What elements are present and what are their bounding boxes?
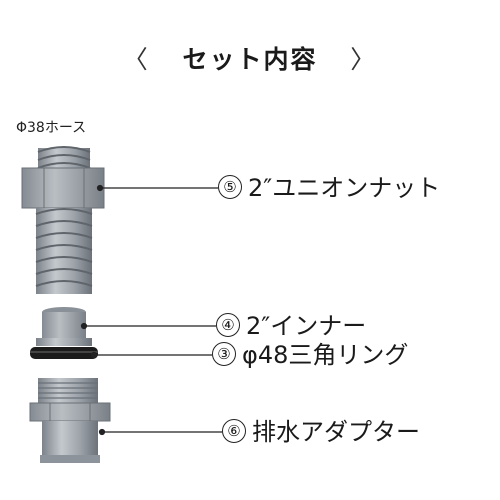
- drain-adapter: [29, 378, 111, 463]
- title-right-bracket: 〉: [350, 45, 378, 74]
- hose-bottom: [35, 208, 93, 294]
- triangle-ring: [30, 347, 98, 359]
- hose-top: [37, 146, 91, 170]
- label-num: ④: [216, 313, 240, 337]
- title-left-bracket: 〈: [122, 45, 150, 74]
- page-title: 〈 セット内容 〉: [0, 40, 500, 76]
- inner-fitting: [36, 307, 92, 346]
- label-text: 排水アダプター: [252, 418, 420, 446]
- label-text: 2″インナー: [246, 312, 367, 340]
- label-num: ⑥: [222, 419, 246, 443]
- label-num: ③: [212, 342, 236, 366]
- leader-lines: [80, 184, 222, 436]
- label-text: 2″ユニオンナット: [248, 174, 441, 202]
- label-text: φ48三角リング: [242, 341, 409, 369]
- label-num: ⑤: [218, 175, 242, 199]
- title-text: セット内容: [182, 45, 318, 74]
- hose-label: Φ38ホース: [16, 120, 87, 136]
- union-nut: [21, 167, 105, 209]
